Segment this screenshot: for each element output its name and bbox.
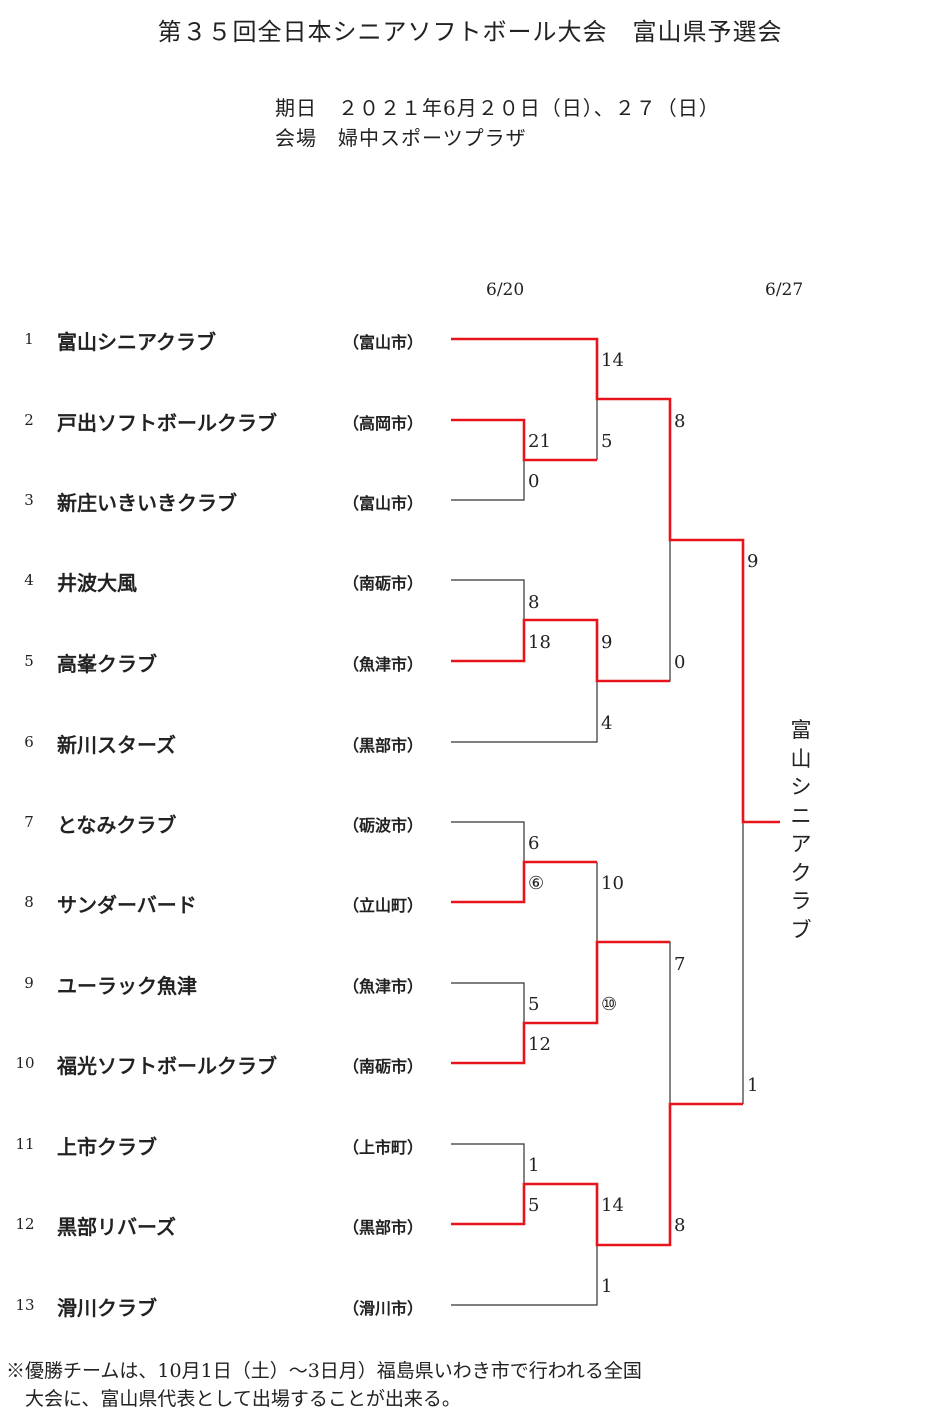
seed-number: 7 xyxy=(24,813,34,831)
seed-number: 9 xyxy=(24,974,34,992)
team-name: ユーラック魚津 xyxy=(57,974,197,998)
win-team-12 xyxy=(451,1102,743,1247)
score: 9 xyxy=(747,551,759,572)
team-city: （南砺市） xyxy=(343,1057,424,1076)
seed-number: 8 xyxy=(24,893,34,911)
team-city: （高岡市） xyxy=(343,414,424,433)
score: ⑥ xyxy=(528,873,545,894)
seed-number: 2 xyxy=(24,411,34,429)
team-city: （上市町） xyxy=(343,1138,424,1157)
team-city: （黒部市） xyxy=(343,1218,424,1237)
score: 21 xyxy=(528,431,551,452)
score: 9 xyxy=(601,632,613,653)
champion-name: 富山シニアクラブ xyxy=(790,718,812,942)
score: 7 xyxy=(674,954,686,975)
team-name: 新川スターズ xyxy=(57,733,176,757)
line-team-11 xyxy=(451,1143,525,1184)
team-name: 上市クラブ xyxy=(57,1135,157,1159)
seed-number: 1 xyxy=(24,330,34,348)
team-name: 福光ソフトボールクラブ xyxy=(57,1054,277,1078)
seed-number: 10 xyxy=(15,1054,35,1072)
team-city: （魚津市） xyxy=(343,655,424,674)
score: 1 xyxy=(601,1276,613,1297)
seed-number: 3 xyxy=(24,491,34,509)
footnote-line-2: 大会に、富山県代表として出場することが出来る。 xyxy=(6,1388,461,1410)
score: 0 xyxy=(674,652,686,673)
seed-number: 13 xyxy=(15,1296,35,1314)
team-city: （魚津市） xyxy=(343,977,424,996)
team-city: （南砺市） xyxy=(343,574,424,593)
seed-number: 11 xyxy=(15,1135,35,1153)
score: 18 xyxy=(528,632,551,653)
score: 5 xyxy=(528,1195,540,1216)
score: 5 xyxy=(601,431,613,452)
line-sf-loser xyxy=(596,862,671,1104)
line-qf-bottom-loser xyxy=(597,540,671,682)
win-team-1 xyxy=(451,337,780,824)
score: 8 xyxy=(674,1215,686,1236)
line-team-6 xyxy=(451,681,598,743)
score: 6 xyxy=(528,833,540,854)
team-city: （砺波市） xyxy=(343,816,424,835)
team-name: となみクラブ xyxy=(57,813,177,837)
win-team-10 xyxy=(451,940,670,1065)
win-team-2 xyxy=(451,418,597,462)
team-city: （富山市） xyxy=(343,333,424,352)
win-team-8 xyxy=(451,860,597,904)
team-name: 高峯クラブ xyxy=(57,652,157,676)
score: 0 xyxy=(528,471,540,492)
score: 1 xyxy=(747,1075,759,1096)
score: 4 xyxy=(601,713,613,734)
line-team-9 xyxy=(451,982,525,1023)
line-team-4 xyxy=(451,579,525,661)
page-title: 第３５回全日本シニアソフトボール大会 富山県予選会 xyxy=(157,18,783,46)
team-city: （黒部市） xyxy=(343,736,424,755)
seed-number: 5 xyxy=(24,652,34,670)
team-city: （立山町） xyxy=(343,896,424,915)
team-name: 戸出ソフトボールクラブ xyxy=(57,411,277,435)
score: 1 xyxy=(528,1155,540,1176)
line-team-3 xyxy=(451,460,525,501)
seed-number: 12 xyxy=(15,1215,35,1233)
date-line: 期日 ２０２１年6月２０日（日）、２７（日） xyxy=(275,96,720,120)
loser-lines xyxy=(451,399,744,1306)
team-name: サンダーバード xyxy=(57,893,197,917)
line-team-7 xyxy=(451,821,525,862)
line-team-13 xyxy=(451,1245,598,1306)
score: 8 xyxy=(528,592,540,613)
seed-number: 4 xyxy=(24,571,34,589)
winner-lines xyxy=(451,337,780,1247)
round-date-1: 6/20 xyxy=(486,280,525,300)
team-name: 滑川クラブ xyxy=(57,1296,157,1320)
team-city: （滑川市） xyxy=(343,1299,424,1318)
score: 14 xyxy=(601,1195,624,1216)
win-team-5 xyxy=(451,618,670,683)
score: 10 xyxy=(601,873,624,894)
venue-line: 会場 婦中スポーツプラザ xyxy=(275,126,527,150)
team-name: 富山シニアクラブ xyxy=(57,330,216,354)
score: 8 xyxy=(674,411,686,432)
team-city: （富山市） xyxy=(343,494,424,513)
score: ⑩ xyxy=(601,994,618,1015)
score: 5 xyxy=(528,994,540,1015)
team-name: 井波大風 xyxy=(57,571,137,595)
score: 12 xyxy=(528,1034,551,1055)
team-name: 黒部リバーズ xyxy=(57,1215,176,1239)
score: 14 xyxy=(601,350,624,371)
team-name: 新庄いきいきクラブ xyxy=(57,491,237,515)
footnote-line-1: ※優勝チームは、10月1日（土）～3日月）福島県いわき市で行われる全国 xyxy=(6,1360,642,1382)
seed-number: 6 xyxy=(24,733,34,751)
round-date-2: 6/27 xyxy=(765,280,804,300)
